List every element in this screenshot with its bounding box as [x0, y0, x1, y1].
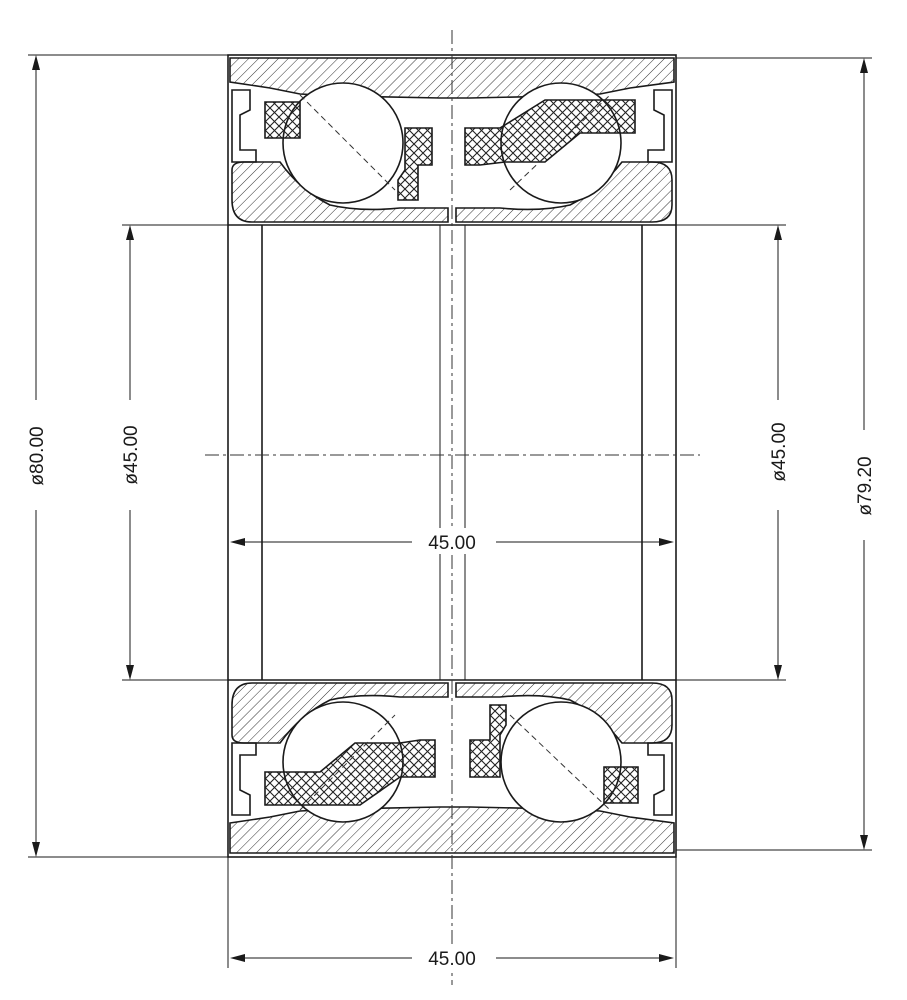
- inner-ring-top-right: [455, 161, 673, 223]
- cage-top-left: [264, 101, 433, 201]
- cage-top-right: [464, 99, 636, 166]
- seal-bottom-left: [231, 742, 257, 816]
- top-section: [229, 57, 675, 223]
- inner-ring-bottom-right: [455, 682, 673, 744]
- dim-bore-diameter-left: ø45.00: [118, 224, 262, 681]
- cage-bottom-right: [469, 704, 639, 804]
- outer-diameter-left-label: ø80.00: [27, 426, 48, 485]
- dim-overall-width: 45.00: [227, 857, 677, 970]
- dim-bore-diameter-right: ø45.00: [642, 224, 790, 681]
- dim-inner-width: 45.00: [230, 528, 674, 554]
- cage-bottom-left: [264, 739, 436, 806]
- dim-outer-diameter-left: ø80.00: [24, 54, 228, 858]
- inner-width-label: 45.00: [428, 533, 476, 554]
- bore-diameter-right-label: ø45.00: [769, 422, 790, 481]
- ball-top-left: [282, 82, 404, 204]
- bore-diameter-left-label: ø45.00: [121, 425, 142, 484]
- seal-bottom-right: [647, 742, 673, 816]
- inner-ring-bottom-left: [231, 682, 449, 744]
- outer-diameter-right-label: ø79.20: [855, 456, 876, 515]
- centre-lines: [205, 30, 700, 985]
- dim-outer-diameter-right: ø79.20: [676, 57, 876, 851]
- seal-top-left: [231, 89, 257, 163]
- seal-top-right: [647, 89, 673, 163]
- overall-width-label: 45.00: [428, 949, 476, 970]
- ball-bottom-right: [500, 701, 622, 823]
